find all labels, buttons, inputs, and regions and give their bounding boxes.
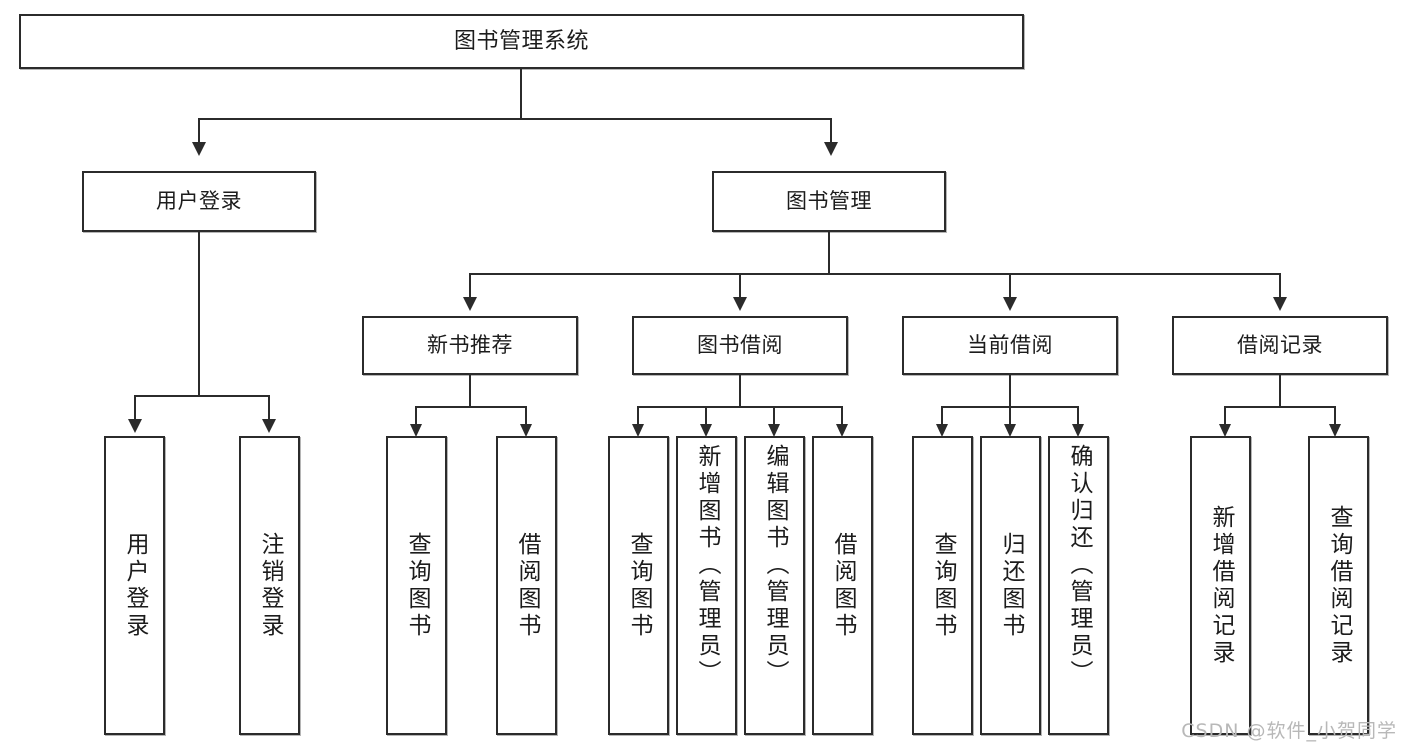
connector-new-book-bus xyxy=(415,406,527,408)
node-book-borrow[interactable]: 图书借阅 xyxy=(632,316,848,375)
node-root-book-management-system[interactable]: 图书管理系统 xyxy=(19,14,1024,69)
node-label: 借阅图书 xyxy=(830,531,856,640)
arrowhead-current-borrow xyxy=(1003,297,1017,311)
node-label: 用户登录 xyxy=(156,189,242,214)
node-label: 编辑图书（管理员） xyxy=(762,444,788,687)
arrowhead-new-book xyxy=(463,297,477,311)
connector-user-login-drop-2 xyxy=(268,395,270,421)
leaf-query-borrow-record[interactable]: 查询借阅记录 xyxy=(1308,436,1369,735)
arrowhead-leaf-return-book xyxy=(1004,424,1016,437)
connector-book-borrow-drop-3 xyxy=(773,406,775,428)
connector-user-login-drop-1 xyxy=(134,395,136,421)
leaf-return-book[interactable]: 归还图书 xyxy=(980,436,1041,735)
node-label: 新书推荐 xyxy=(427,333,513,358)
leaf-query-book-recommend[interactable]: 查询图书 xyxy=(386,436,447,735)
connector-book-borrow-drop-4 xyxy=(841,406,843,428)
connector-user-login-bus xyxy=(134,395,270,397)
node-label: 当前借阅 xyxy=(967,333,1053,358)
connector-book-borrow-stem xyxy=(739,375,741,407)
node-label: 查询图书 xyxy=(930,531,956,640)
arrowhead-leaf-add-record xyxy=(1219,424,1231,437)
leaf-user-login[interactable]: 用户登录 xyxy=(104,436,165,735)
arrowhead-leaf-borrow-book-b xyxy=(836,424,848,437)
arrowhead-leaf-query-book-a xyxy=(410,424,422,437)
connector-current-borrow-drop-2 xyxy=(1009,406,1011,428)
node-label: 注销登录 xyxy=(257,531,283,640)
connector-drop-borrow-record xyxy=(1279,273,1281,299)
connector-borrow-record-bus xyxy=(1224,406,1336,408)
connector-drop-new-book xyxy=(469,273,471,299)
node-label: 图书借阅 xyxy=(697,333,783,358)
connector-level3-bus xyxy=(469,273,1281,275)
node-user-login[interactable]: 用户登录 xyxy=(82,171,316,232)
connector-book-borrow-drop-2 xyxy=(705,406,707,428)
connector-drop-book-borrow xyxy=(739,273,741,299)
leaf-query-book-borrow[interactable]: 查询图书 xyxy=(608,436,669,735)
arrowhead-leaf-confirm-return xyxy=(1072,424,1084,437)
node-label: 图书管理系统 xyxy=(453,28,589,54)
arrowhead-leaf-add-book xyxy=(700,424,712,437)
node-label: 查询图书 xyxy=(626,531,652,640)
leaf-borrow-book-recommend[interactable]: 借阅图书 xyxy=(496,436,557,735)
arrowhead-leaf-user-login xyxy=(128,419,142,433)
node-label: 借阅图书 xyxy=(514,531,540,640)
arrowhead-leaf-edit-book xyxy=(768,424,780,437)
leaf-borrow-book-borrow[interactable]: 借阅图书 xyxy=(812,436,873,735)
arrowhead-book-borrow xyxy=(733,297,747,311)
node-label: 借阅记录 xyxy=(1237,333,1323,358)
node-label: 图书管理 xyxy=(786,189,872,214)
arrowhead-borrow-record xyxy=(1273,297,1287,311)
arrowhead-user-login xyxy=(192,142,206,156)
leaf-logout[interactable]: 注销登录 xyxy=(239,436,300,735)
connector-current-borrow-drop-3 xyxy=(1077,406,1079,428)
node-label: 新增图书（管理员） xyxy=(694,444,720,687)
node-label: 确认归还（管理员） xyxy=(1066,444,1092,687)
connector-drop-current-borrow xyxy=(1009,273,1011,299)
node-current-borrow[interactable]: 当前借阅 xyxy=(902,316,1118,375)
connector-new-book-stem xyxy=(469,375,471,407)
connector-borrow-record-drop-1 xyxy=(1224,406,1226,428)
node-borrow-record[interactable]: 借阅记录 xyxy=(1172,316,1388,375)
arrowhead-leaf-query-book-c xyxy=(936,424,948,437)
connector-user-login-stem xyxy=(198,232,200,396)
node-book-management[interactable]: 图书管理 xyxy=(712,171,946,232)
connector-drop-user-login xyxy=(198,118,200,144)
arrowhead-book-management xyxy=(824,142,838,156)
arrowhead-leaf-query-book-b xyxy=(632,424,644,437)
arrowhead-leaf-logout xyxy=(262,419,276,433)
node-label: 归还图书 xyxy=(998,531,1024,640)
leaf-add-borrow-record[interactable]: 新增借阅记录 xyxy=(1190,436,1251,735)
connector-borrow-record-stem xyxy=(1279,375,1281,407)
node-label: 查询图书 xyxy=(404,531,430,640)
connector-book-borrow-drop-1 xyxy=(637,406,639,428)
leaf-add-book-admin[interactable]: 新增图书（管理员） xyxy=(676,436,737,735)
connector-book-borrow-bus xyxy=(637,406,843,408)
connector-current-borrow-drop-1 xyxy=(941,406,943,428)
csdn-watermark: CSDN @软件_小贺同学 xyxy=(1181,720,1397,742)
node-label: 查询借阅记录 xyxy=(1326,504,1352,667)
arrowhead-leaf-borrow-book-a xyxy=(520,424,532,437)
connector-root-stem xyxy=(520,69,522,119)
connector-borrow-record-drop-2 xyxy=(1334,406,1336,428)
node-label: 新增借阅记录 xyxy=(1208,504,1234,667)
connector-drop-book-management xyxy=(830,118,832,144)
leaf-confirm-return-admin[interactable]: 确认归还（管理员） xyxy=(1048,436,1109,735)
leaf-query-book-current[interactable]: 查询图书 xyxy=(912,436,973,735)
connector-book-management-stem xyxy=(828,232,830,274)
node-new-book-recommend[interactable]: 新书推荐 xyxy=(362,316,578,375)
leaf-edit-book-admin[interactable]: 编辑图书（管理员） xyxy=(744,436,805,735)
arrowhead-leaf-query-record xyxy=(1329,424,1341,437)
connector-new-book-drop-1 xyxy=(415,406,417,428)
node-label: 用户登录 xyxy=(122,531,148,640)
connector-new-book-drop-2 xyxy=(525,406,527,428)
connector-root-bus xyxy=(198,118,832,120)
connector-current-borrow-stem xyxy=(1009,375,1011,407)
